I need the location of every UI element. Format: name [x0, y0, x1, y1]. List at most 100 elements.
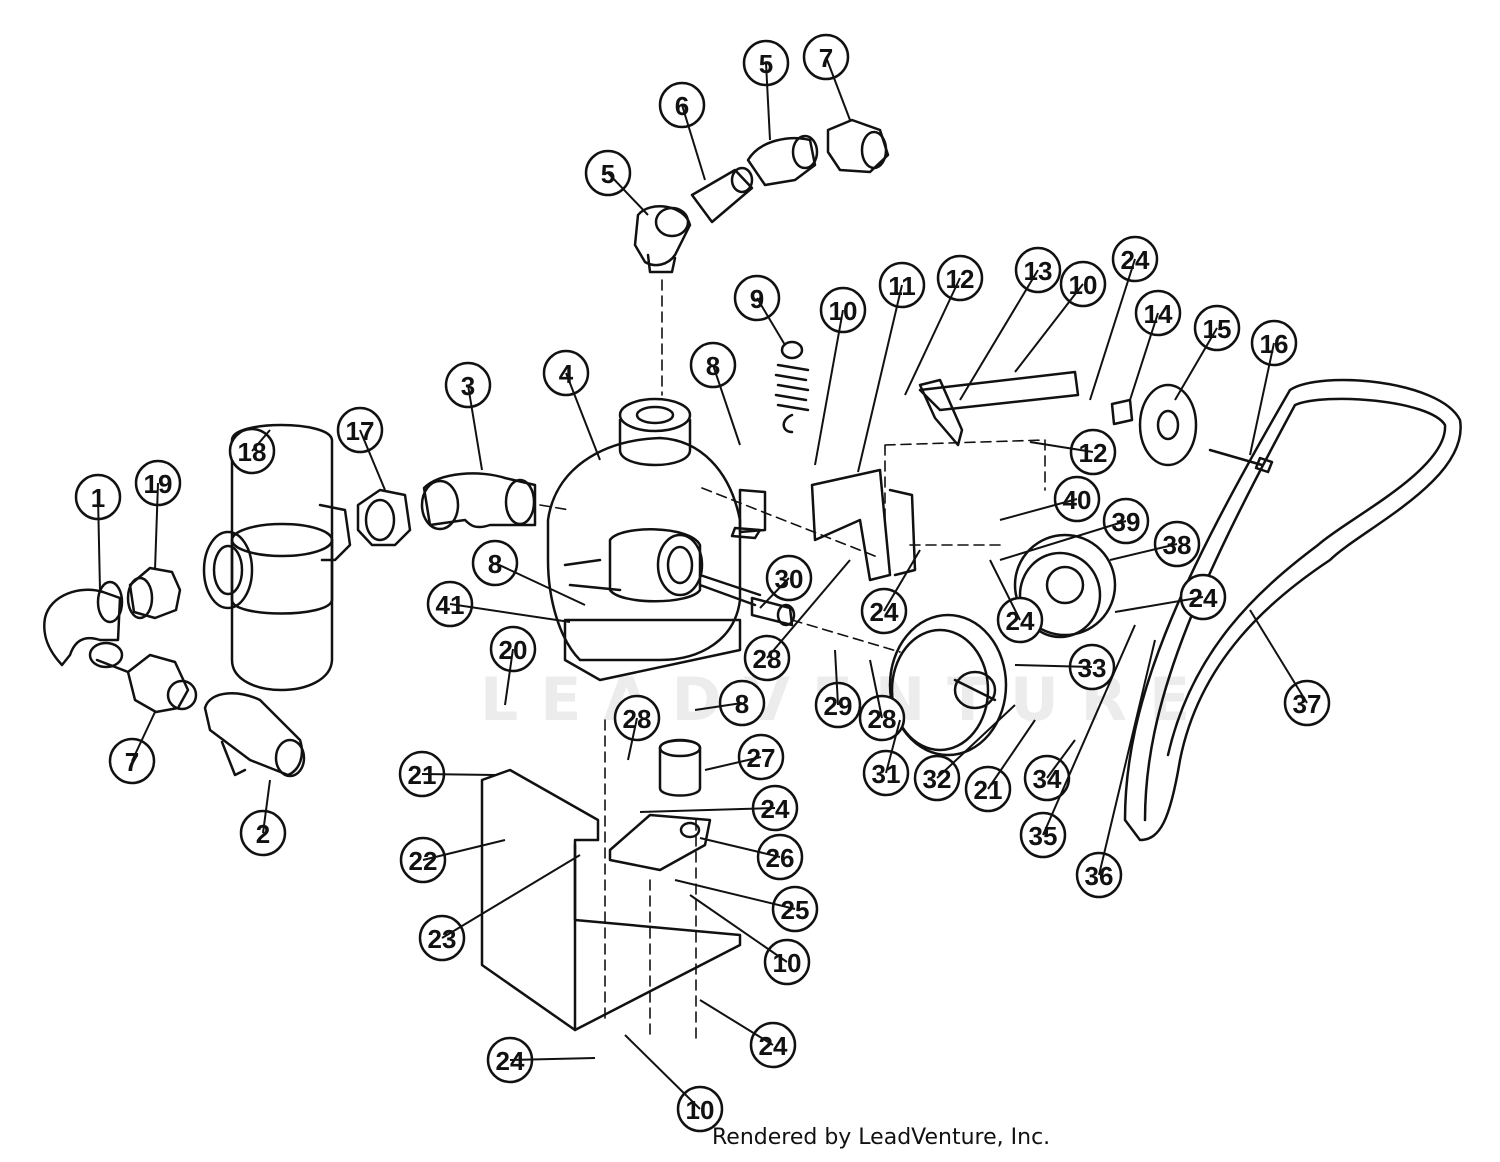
small-pulley-part — [1110, 383, 1274, 474]
callout-label: 26 — [766, 843, 795, 873]
callout-leader-10 — [689, 894, 788, 963]
callout-leader-24 — [509, 1057, 596, 1061]
callout-leader-28 — [766, 559, 851, 659]
callout-leader-10 — [1014, 283, 1084, 373]
pulley-38-part — [1013, 533, 1117, 639]
upper-elbow-b-part — [746, 134, 819, 187]
callout-label: 33 — [1078, 653, 1107, 683]
callout-leader-10 — [814, 309, 844, 466]
callout-label: 28 — [753, 644, 782, 674]
callout-leader-31 — [885, 719, 901, 774]
callout-leader-7 — [131, 711, 156, 762]
v-belt-part — [1123, 378, 1462, 842]
elbow-hose-part — [43, 580, 124, 669]
callout-label: 21 — [974, 775, 1003, 805]
callout-leader-20 — [504, 648, 514, 706]
callout-leader-37 — [1249, 609, 1308, 704]
callout-22: 22 — [399, 836, 447, 884]
callout-leader-1 — [97, 496, 101, 591]
callout-leader-8 — [712, 364, 741, 446]
callout-leader-24 — [1089, 258, 1136, 401]
hex-nipple-upper-part — [826, 118, 890, 174]
callout-leader-16 — [1249, 342, 1275, 456]
callout-label: 37 — [1293, 689, 1322, 719]
callout-leader-24 — [699, 999, 774, 1046]
callout-leader-4 — [565, 372, 601, 461]
pulley-31-part — [888, 613, 1008, 757]
strainer-body-part — [202, 423, 352, 692]
callout-23: 23 — [418, 914, 466, 962]
callout-leader-9 — [756, 297, 786, 346]
callout-leader-25 — [674, 879, 796, 910]
callout-leader-40 — [999, 498, 1078, 521]
quick-coupler-part — [203, 692, 306, 778]
callout-leader-30 — [759, 577, 790, 609]
callout-leader-27 — [704, 756, 762, 771]
callout-label: 28 — [868, 704, 897, 734]
callout-leader-17 — [359, 429, 386, 491]
bushing-27-part — [658, 738, 702, 797]
callout-leader-21 — [421, 773, 496, 776]
callout-leader-3 — [467, 384, 483, 471]
callout-label: 10 — [773, 948, 802, 978]
callout-label: 22 — [409, 846, 438, 876]
callout-leader-10 — [624, 1034, 701, 1110]
callout-label: 35 — [1029, 821, 1058, 851]
callout-leader-5 — [607, 172, 649, 216]
pipe-nipple-part — [690, 166, 754, 224]
hex-bushing-part — [356, 488, 412, 547]
callout-leader-28 — [869, 659, 883, 719]
callout-leader-6 — [681, 104, 706, 181]
callout-leader-24 — [639, 807, 776, 813]
callout-leader-23 — [441, 854, 581, 939]
base-plate-part — [480, 768, 742, 1032]
callout-leader-35 — [1042, 624, 1136, 836]
callout-leader-39 — [999, 520, 1127, 561]
spring-part — [774, 340, 810, 434]
callout-leader-19 — [154, 482, 159, 571]
callout-leader-13 — [959, 269, 1039, 401]
shaft-sleeve-part — [750, 596, 796, 627]
callout-label: 23 — [428, 924, 457, 954]
callout-label: 31 — [872, 759, 901, 789]
callout-label: 25 — [781, 895, 810, 925]
callout-leader-36 — [1098, 639, 1156, 876]
footer-credit: Rendered by LeadVenture, Inc. — [712, 1125, 1051, 1150]
callout-leader-33 — [1014, 664, 1093, 668]
callout-leader-24 — [989, 559, 1021, 621]
callout-leader-5 — [765, 62, 771, 141]
callout-10: 10 — [763, 938, 811, 986]
callout-leader-11 — [857, 284, 903, 473]
callout-leader-2 — [262, 779, 271, 834]
callout-leader-34 — [1046, 739, 1076, 779]
mount-plate-part — [608, 813, 712, 872]
callout-leader-41 — [449, 603, 571, 623]
callout-leader-29 — [834, 649, 839, 706]
callout-label: 24 — [759, 1031, 788, 1061]
callout-label: 24 — [496, 1046, 525, 1076]
callout-label: 24 — [870, 597, 899, 627]
pump-housing-part — [546, 397, 762, 682]
callout-label: 34 — [1033, 764, 1062, 794]
callout-18: 18 — [228, 427, 276, 475]
callout-leader-26 — [699, 837, 781, 858]
elbow-fitting-part — [420, 472, 537, 531]
callout-label: 18 — [238, 437, 267, 467]
callout-label: 12 — [1079, 438, 1108, 468]
callout-21: 21 — [964, 765, 1012, 813]
callout-leader-21 — [987, 719, 1036, 790]
callout-label: 36 — [1085, 861, 1114, 891]
callout-leader-24 — [883, 549, 921, 612]
idler-arm-part — [810, 370, 1080, 582]
callout-leader-8 — [694, 702, 743, 711]
hex-nipple-lower-part — [95, 653, 198, 714]
callout-leader-15 — [1174, 327, 1218, 401]
callout-label: 2 — [256, 819, 270, 849]
callout-leader-22 — [422, 839, 506, 861]
callout-leader-24 — [1114, 596, 1204, 613]
callout-label: 24 — [1006, 606, 1035, 636]
callout-leader-18 — [251, 429, 271, 452]
hex-adapter-part — [126, 566, 182, 620]
callout-leader-28 — [627, 717, 638, 761]
